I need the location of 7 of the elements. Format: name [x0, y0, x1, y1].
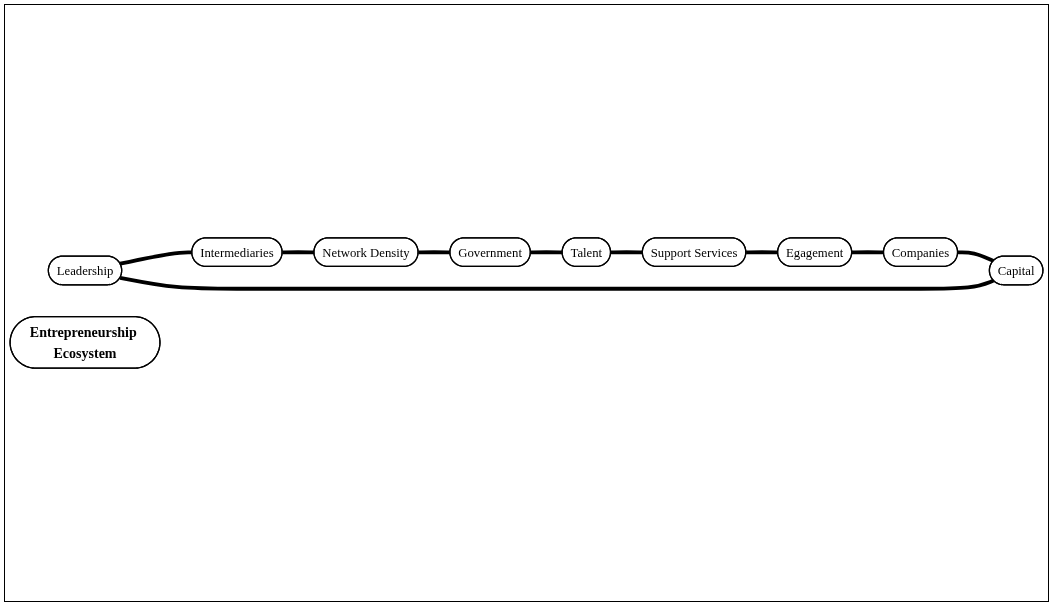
connector	[530, 250, 563, 255]
connector	[610, 250, 643, 255]
connector	[957, 250, 995, 263]
connector	[851, 250, 884, 255]
connector	[119, 275, 995, 291]
connector	[746, 250, 778, 255]
connector	[282, 250, 315, 255]
